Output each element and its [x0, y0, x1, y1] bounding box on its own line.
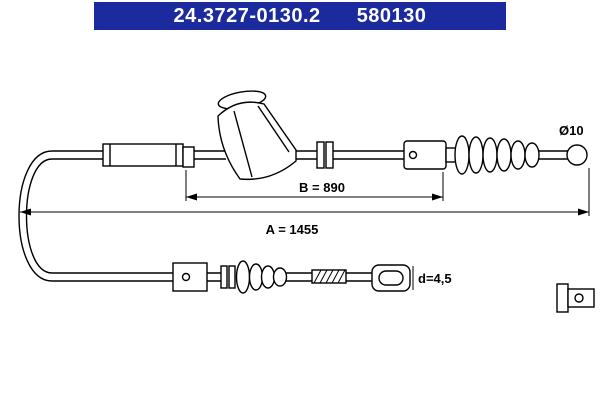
rubber-boot — [217, 101, 297, 181]
lower-cable-assembly — [172, 260, 411, 294]
lower-bellows-4 — [272, 267, 288, 287]
lower-ring-2 — [228, 265, 236, 289]
rubber-boot-ridges — [233, 105, 290, 178]
cable-stop-ring-1 — [316, 141, 325, 169]
cable-loop-outer — [18, 150, 173, 282]
lower-bellows-3 — [260, 265, 276, 289]
lower-bellows-2 — [248, 263, 264, 291]
upper-cable-rods — [194, 150, 568, 160]
dim-a-arrow-left — [20, 208, 31, 216]
dim-b-arrow-left — [186, 193, 197, 201]
dim-a-label: A = 1455 — [266, 222, 319, 237]
dim-b-label: B = 890 — [299, 180, 345, 195]
dimensions — [20, 168, 590, 290]
clip-flange — [556, 283, 569, 313]
bellows-6 — [524, 142, 540, 168]
clip-hole — [574, 293, 584, 303]
cable-loop-inner — [25, 158, 173, 274]
dim-b-arrow-right — [432, 193, 443, 201]
bellows-5 — [510, 140, 526, 170]
cable-loop — [18, 150, 173, 282]
bellows-4 — [496, 138, 512, 172]
crimp-hatching — [313, 269, 346, 284]
bellows-3 — [482, 137, 498, 173]
outer-sheath-caps — [109, 144, 177, 166]
cable-stop-ring-2 — [325, 141, 334, 169]
header-bar: 24.3727-0130.2 580130 — [94, 2, 506, 30]
lower-ring-1 — [220, 265, 228, 289]
end-fitting-slot — [378, 270, 404, 286]
bellows-1 — [454, 135, 470, 175]
mounting-clip — [556, 283, 595, 313]
lower-cable-rods — [207, 272, 372, 282]
adjuster-hole — [408, 150, 418, 160]
lower-cylinder-hole — [181, 272, 191, 282]
lower-bellows-1 — [235, 260, 251, 294]
cable-end-ball — [566, 144, 588, 166]
part-number: 24.3727-0130.2 — [173, 4, 321, 27]
rod-diameter-label: d=4,5 — [418, 271, 452, 286]
dim-a-arrow-right — [578, 208, 589, 216]
bellows-2 — [468, 136, 484, 174]
sheath-end-ring — [182, 146, 195, 168]
reference-number: 580130 — [356, 4, 427, 27]
outer-sheath — [102, 143, 184, 167]
end-diameter-label: Ø10 — [559, 123, 584, 138]
upper-cable-assembly — [102, 90, 588, 181]
